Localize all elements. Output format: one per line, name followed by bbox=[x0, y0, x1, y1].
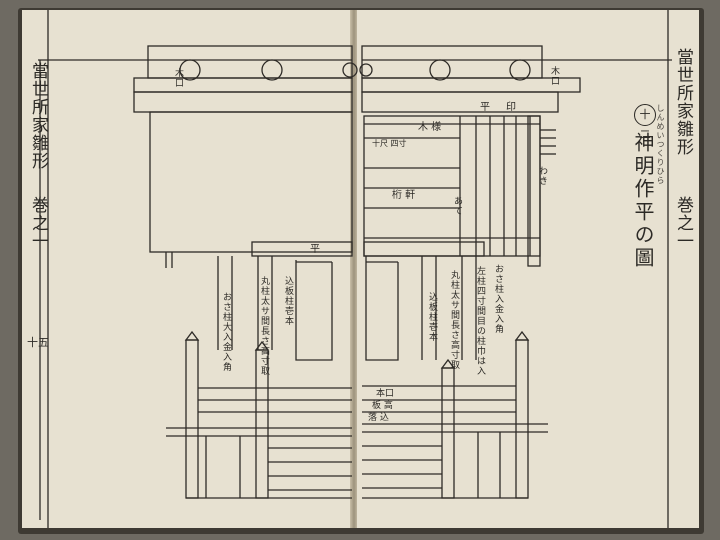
left-roof-band bbox=[133, 77, 353, 93]
figure-caption: 神明作平の圖 bbox=[631, 132, 655, 270]
label-side: わき bbox=[537, 166, 547, 186]
label-hira-right: 平 bbox=[480, 102, 490, 113]
right-beam bbox=[363, 241, 485, 257]
label-pillar-right-1: 丸柱太サ間長さ高寸取 bbox=[449, 270, 459, 370]
label-bottom-3: 落 込 bbox=[368, 413, 389, 423]
right-post-2 bbox=[515, 339, 529, 499]
label-top-left-corner: 木口 bbox=[173, 68, 183, 88]
left-roof-band-2 bbox=[133, 91, 353, 113]
label-pillar-right-2: 左柱四寸間目の柱巾は入 bbox=[475, 266, 485, 376]
left-katsuogi-3 bbox=[342, 62, 358, 78]
right-post-1 bbox=[441, 367, 455, 499]
label-rafter: 木 様 bbox=[418, 122, 442, 133]
label-board-left: 込板柱壱本 bbox=[283, 276, 293, 326]
label-pillar-left-2: 丸柱太サ間長さ高寸取 bbox=[259, 276, 269, 376]
book-title-left: 當世所家雛形 bbox=[28, 62, 48, 170]
figure-number-circle: 十二 bbox=[634, 104, 656, 141]
label-top-right-mark: 印 bbox=[506, 102, 516, 113]
left-gable bbox=[149, 111, 353, 253]
left-katsuogi-1 bbox=[179, 59, 201, 81]
page-number: 十五 bbox=[27, 336, 49, 349]
label-board-right: 込板柱壱本 bbox=[427, 292, 437, 342]
right-katsuogi-3 bbox=[359, 63, 373, 77]
label-pillar-right-3: おさ柱入金入角 bbox=[493, 264, 503, 334]
book-gutter bbox=[350, 10, 358, 528]
label-top-right-corner: 木口 bbox=[549, 66, 559, 86]
left-page bbox=[22, 10, 353, 528]
label-rafter-small: 十尺 四寸 bbox=[372, 139, 407, 148]
label-beam: 桁 軒 bbox=[392, 190, 416, 201]
left-post-1 bbox=[185, 339, 199, 499]
right-rafter-panel bbox=[363, 115, 541, 257]
label-bottom-1: 本口 bbox=[376, 389, 395, 399]
left-beam bbox=[251, 241, 353, 257]
right-roof-band-2 bbox=[361, 91, 559, 113]
volume-label-left: 巻之一 bbox=[28, 196, 48, 250]
left-katsuogi-2 bbox=[261, 59, 283, 81]
label-hira-left: 平 bbox=[310, 244, 320, 255]
label-bracket: あて bbox=[452, 196, 462, 216]
label-pillar-left-1: おさ柱大入金入角 bbox=[221, 292, 231, 372]
book-title-right: 當世所家雛形 bbox=[673, 48, 693, 156]
right-katsuogi-1 bbox=[429, 59, 451, 81]
figure-caption-ruby: しんめいつくりひら bbox=[656, 104, 665, 185]
right-katsuogi-2 bbox=[509, 59, 531, 81]
label-bottom-2: 板 高 bbox=[372, 401, 393, 411]
volume-label-right: 巻之一 bbox=[673, 196, 693, 250]
